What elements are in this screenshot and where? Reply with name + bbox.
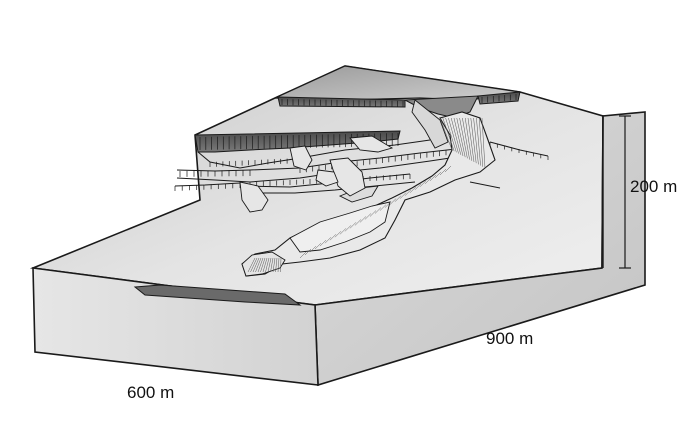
- width-label: 600 m: [127, 383, 175, 402]
- height-dimension: [619, 115, 631, 269]
- debris-fans: [239, 99, 449, 213]
- front-lens: [133, 284, 302, 306]
- length-label: 900 m: [486, 329, 534, 348]
- height-label: 200 m: [630, 177, 678, 196]
- upper-plateau: [274, 65, 521, 101]
- hatched-strips: [174, 94, 549, 191]
- flow-texture: [247, 117, 486, 273]
- flow-lobes: [241, 185, 391, 277]
